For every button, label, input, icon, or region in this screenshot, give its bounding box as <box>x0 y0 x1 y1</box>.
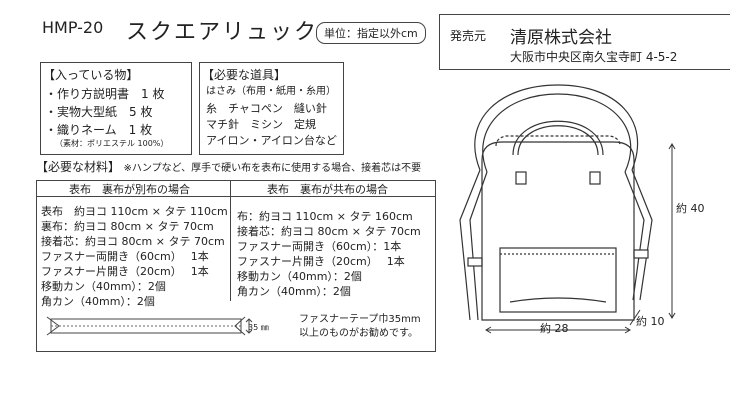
right-material-line: 布：約ヨコ 110cm × タテ 160cm <box>237 210 413 223</box>
left-material-line: 接着芯：約ヨコ 80cm × タテ 70cm <box>41 235 225 248</box>
tools-line: はさみ（布用・紙用・糸用） <box>206 86 336 97</box>
left-material-line: 表布 約ヨコ 110cm × タテ 110cm <box>41 205 228 218</box>
contents-item: ・実物大型紙 5 枚 <box>45 105 153 119</box>
product-title: スクエアリュック <box>126 20 319 45</box>
contents-item: ・織りネーム 1 枚 <box>45 123 153 137</box>
left-material-line: 移動カン（40mm）：2個 <box>41 280 166 293</box>
seller-address: 大阪市中央区南久宝寺町 4-5-2 <box>510 50 678 64</box>
contents-box: 【入っている物】 ・作り方説明書 1 枚 ・実物大型紙 5 枚 ・織りネーム 1… <box>40 62 192 155</box>
contents-material-note: （素材：ポリエステル 100%） <box>55 139 169 148</box>
seller-box: 発売元 清原株式会社 大阪市中央区南久宝寺町 4-5-2 <box>439 14 730 70</box>
seller-company: 清原株式会社 <box>510 28 612 48</box>
left-material-line: 裏布：約ヨコ 80cm × タテ 70cm <box>41 220 214 233</box>
tools-title: 【必要な道具】 <box>202 68 287 82</box>
depth-dimension: 約 10 <box>636 314 665 328</box>
contents-item: ・作り方説明書 1 枚 <box>45 87 165 101</box>
zipper-note-line: 以上のものがお勧めです。 <box>299 328 418 339</box>
tools-line: 糸 チャコペン 縫い針 <box>206 102 327 115</box>
materials-note: ※ハンプなど、厚手で硬い布を表布に使用する場合、接着芯は不要 <box>123 163 422 174</box>
product-code: HMP-20 <box>42 18 104 37</box>
backpack-illustration: 約 40 約 28 約 10 <box>459 84 705 335</box>
unit-note-badge: 単位：指定以外cm <box>316 22 426 44</box>
table-divider <box>230 181 231 301</box>
zipper-note-line: ファスナーテープ巾35mm <box>299 314 421 325</box>
right-material-line: 角カン（40mm）：2個 <box>237 285 351 298</box>
width-dimension: 約 28 <box>540 321 569 335</box>
right-column-header: 表布 裏布が共布の場合 <box>267 183 388 196</box>
left-column-header: 表布 裏布が別布の場合 <box>69 183 190 196</box>
zipper-width-label: 35 ㎜ <box>248 323 269 332</box>
height-dimension: 約 40 <box>676 201 705 215</box>
zipper-illustration <box>46 316 253 336</box>
materials-heading: 【必要な材料】 <box>36 160 121 174</box>
left-material-line: ファスナー片開き（20cm） 1本 <box>41 265 209 278</box>
tools-line: マチ針 ミシン 定規 <box>206 118 316 131</box>
tools-line: アイロン・アイロン台など <box>206 134 337 147</box>
table-divider <box>37 196 435 197</box>
tools-box: 【必要な道具】 はさみ（布用・紙用・糸用） 糸 チャコペン 縫い針 マチ針 ミシ… <box>199 62 344 155</box>
right-material-line: 移動カン（40mm）：2個 <box>237 270 362 283</box>
materials-table: 表布 裏布が別布の場合 表布 裏布が共布の場合 表布 約ヨコ 110cm × タ… <box>36 180 436 352</box>
right-material-line: ファスナー片開き（20cm） 1本 <box>237 255 405 268</box>
left-material-line: 角カン（40mm）：2個 <box>41 295 155 308</box>
seller-label: 発売元 <box>450 29 487 43</box>
right-material-line: 接着芯：約ヨコ 80cm × タテ 70cm <box>237 225 421 238</box>
contents-title: 【入っている物】 <box>43 68 139 82</box>
left-material-line: ファスナー両開き（60cm） 1本 <box>41 250 209 263</box>
materials-heading-row: 【必要な材料】 ※ハンプなど、厚手で硬い布を表布に使用する場合、接着芯は不要 <box>36 161 421 174</box>
right-material-line: ファスナー両開き（60cm）：1本 <box>237 240 402 253</box>
